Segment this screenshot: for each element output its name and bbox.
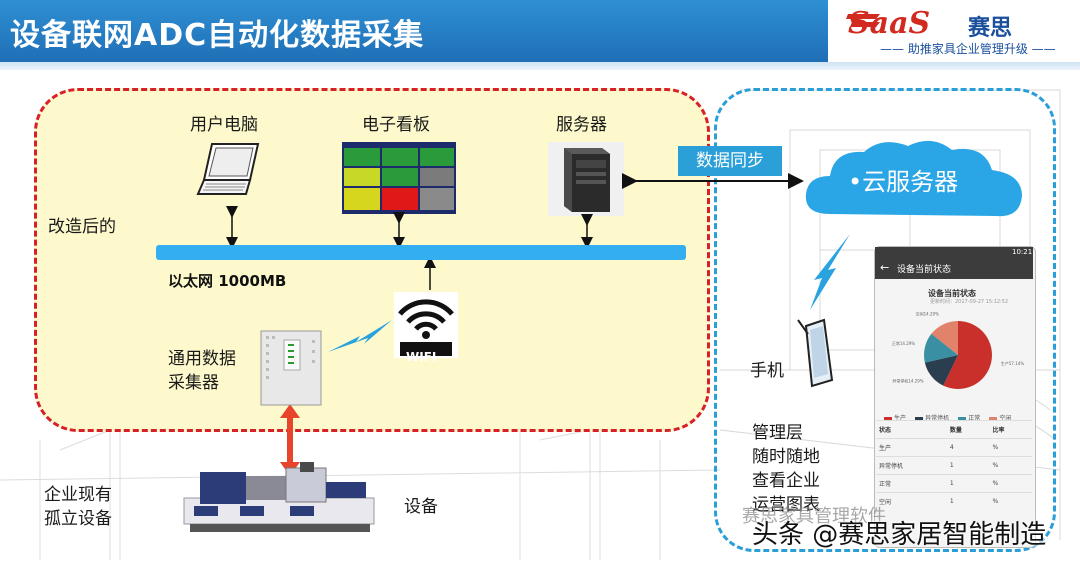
cloud-server-label: •云服务器	[848, 168, 959, 196]
ethernet-label: 以太网 1000MB	[168, 272, 287, 290]
pie-slice	[931, 321, 958, 355]
data-collector-icon	[260, 330, 322, 406]
legend-item: 空闲	[989, 413, 1011, 422]
phone-time: 10:21	[1012, 248, 1033, 256]
logo-chinese-name: 赛思	[968, 16, 1013, 41]
existing-device-label-line1: 企业现有	[44, 485, 112, 505]
phone-chart-title: 设备当前状态	[928, 289, 976, 298]
pie-slice	[943, 321, 992, 389]
data-sync-tag: 数据同步	[678, 146, 782, 176]
pie-slice-label: 异常停机14.29%	[892, 377, 923, 383]
logo-slogan: —— 助推家具企业管理升级 ——	[880, 42, 1056, 56]
ethernet-bus	[156, 245, 686, 260]
after-retrofit-label: 改造后的	[48, 217, 116, 237]
legend-item: 正常	[958, 413, 980, 422]
author-credit: 头条 @赛思家居智能制造	[752, 520, 1047, 550]
pie-legend: 生产 异常停机 正常 空闲	[884, 405, 1024, 424]
phone-status-bar	[875, 247, 1033, 259]
legend-item: 异常停机	[915, 413, 949, 422]
collector-label-line1: 通用数据	[168, 349, 236, 369]
pie-slice	[924, 333, 958, 363]
mgmt-label-line4: 运营图表	[752, 495, 820, 515]
mgmt-label-line1: 管理层	[752, 423, 803, 443]
page-title: 设备联网ADC自动化数据采集	[10, 18, 425, 53]
phone-label: 手机	[750, 361, 784, 381]
device-label: 设备	[404, 497, 438, 517]
e-board-label: 电子看板	[362, 115, 430, 135]
e-board-screen	[342, 142, 456, 214]
status-pie-chart: 生产57.14% 异常停机14.29% 正常14.29% 空闲14.29%	[892, 310, 1024, 389]
laptop-icon	[196, 143, 260, 195]
mgmt-label-line2: 随时随地	[752, 447, 820, 467]
pie-slice-label: 生产57.14%	[1001, 360, 1024, 366]
mgmt-label-line3: 查看企业	[752, 471, 820, 491]
wifi-icon	[394, 292, 458, 358]
collector-label-line2: 采集器	[168, 373, 219, 393]
phone-update-time: 更新时间：2017-09-27 15:12:52	[930, 299, 1009, 305]
user-pc-label: 用户电脑	[190, 115, 258, 135]
header-divider	[0, 62, 1080, 70]
watermark: 赛思家具管理软件	[742, 506, 886, 527]
mobile-phone-icon	[797, 318, 834, 388]
server-icon	[548, 142, 624, 216]
phone-app-bar	[875, 259, 1033, 279]
table-header-row: 状态 数量 比率	[876, 420, 1032, 439]
phone-app-title: 设备当前状态	[897, 265, 952, 275]
wireless-signal-icon	[328, 320, 392, 352]
logo-area	[828, 0, 1080, 62]
legend-item: 生产	[884, 413, 906, 422]
logo-swoosh-icon	[846, 14, 880, 27]
table-header: 比率	[989, 420, 1032, 439]
injection-machine-icon	[183, 462, 375, 532]
wireless-signal-icon	[810, 234, 850, 310]
table-header: 数量	[946, 420, 990, 439]
cloud-mobile-zone	[714, 88, 1056, 552]
cloud-server-icon	[805, 140, 1022, 217]
back-arrow-icon[interactable]: ←	[880, 261, 890, 274]
pie-slice-label: 空闲14.29%	[916, 310, 939, 316]
pie-slice-label: 正常14.29%	[892, 340, 915, 346]
wifi-text: WIFI	[406, 350, 437, 364]
existing-device-label-line2: 孤立设备	[44, 509, 112, 529]
logo-wordmark: SaaS	[848, 6, 931, 41]
table-header: 状态	[876, 420, 947, 439]
pie-slice	[924, 355, 958, 386]
server-label: 服务器	[556, 115, 607, 135]
